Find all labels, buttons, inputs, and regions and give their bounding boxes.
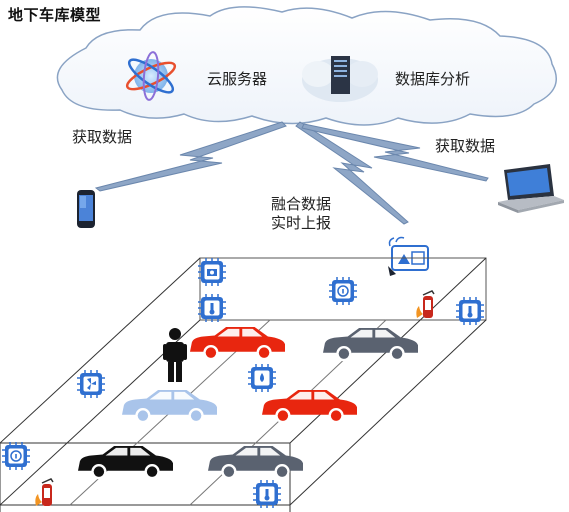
car-gray-1 — [323, 328, 418, 362]
car-red-2 — [262, 390, 357, 424]
car-red-1 — [190, 327, 285, 361]
gateway-link-label-2: 实时上报 — [271, 214, 332, 232]
car-blue — [122, 390, 217, 424]
lightning-links — [94, 121, 489, 225]
temperature-sensor-icon — [252, 479, 282, 509]
diagram-title: 地下车库模型 — [8, 6, 102, 24]
temperature-sensor-icon — [197, 293, 227, 323]
database-server-icon — [302, 56, 378, 102]
camera-sensor-icon — [197, 257, 227, 287]
phone-link-label: 获取数据 — [72, 128, 133, 146]
car-black — [78, 446, 173, 480]
gateway-link-label-1: 融合数据 — [271, 195, 332, 213]
server-label: 云服务器 — [207, 70, 268, 88]
person-icon — [163, 328, 187, 382]
cloud-server-icon — [125, 51, 177, 101]
db-analysis-label: 数据库分析 — [395, 70, 471, 88]
fan-sensor-icon — [76, 369, 106, 399]
laptop-link-label: 获取数据 — [435, 137, 496, 155]
fire-extinguisher-icon — [35, 478, 54, 506]
car-gray-2 — [208, 446, 303, 480]
laptop-icon — [498, 164, 564, 213]
gateway-icon — [388, 236, 429, 276]
lightning-phone — [94, 121, 287, 192]
smartphone-icon — [77, 190, 95, 228]
water-sensor-icon — [247, 363, 277, 393]
garage-box — [0, 257, 487, 512]
lightning-gateway — [295, 121, 409, 225]
info-sensor-icon — [328, 276, 358, 306]
fire-extinguisher-icon — [416, 290, 435, 318]
info-sensor-icon — [1, 441, 31, 471]
temperature-sensor-icon — [455, 296, 485, 326]
lightning-laptop — [301, 123, 489, 182]
